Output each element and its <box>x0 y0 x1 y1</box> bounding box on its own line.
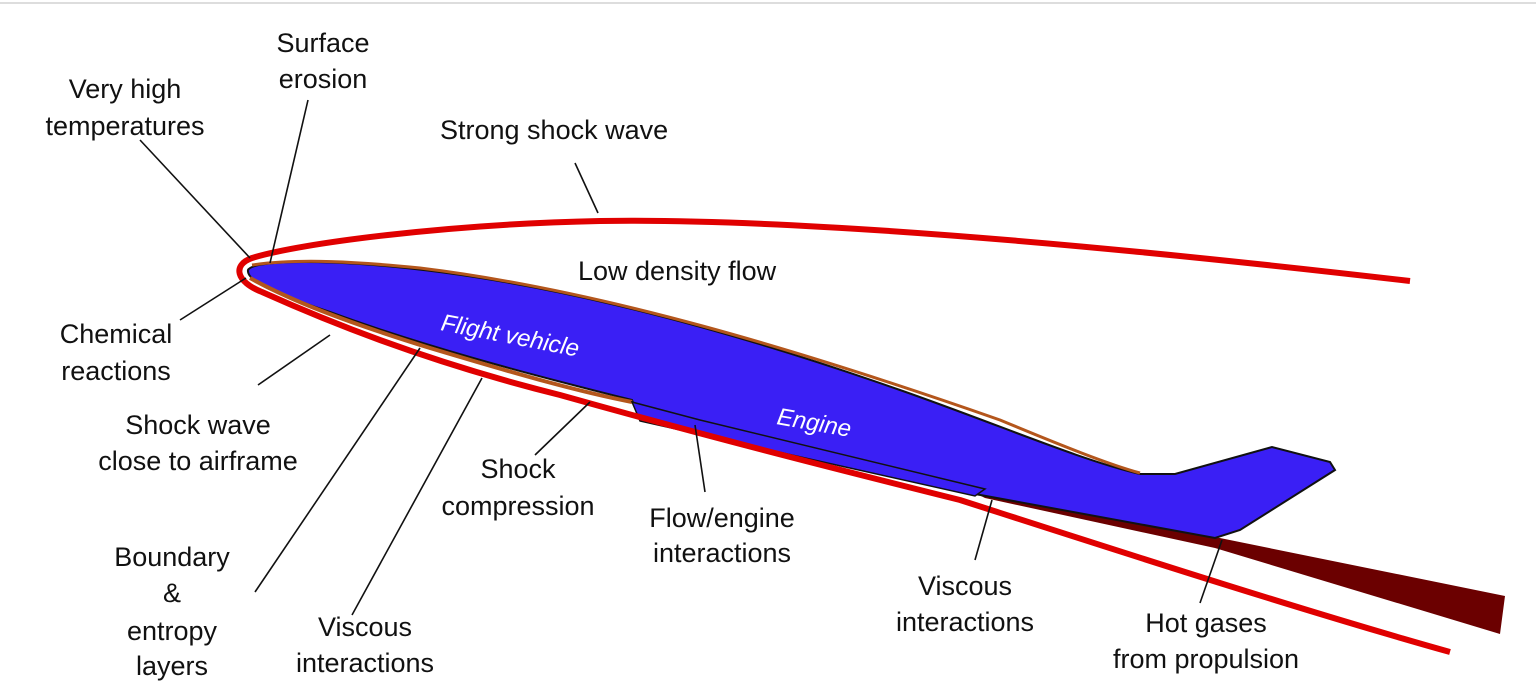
label-chemical-reactions-2: reactions <box>61 356 171 386</box>
label-viscous-right-1: Viscous <box>918 571 1012 601</box>
label-boundary-entropy-1: Boundary <box>114 542 230 572</box>
shock-wave <box>236 217 1451 655</box>
hot-gas-plume <box>975 493 1505 634</box>
leader-lines <box>139 99 1223 616</box>
label-surface-erosion-2: erosion <box>279 64 368 94</box>
label-surface-erosion-1: Surface <box>276 28 369 58</box>
label-shock-compression-2: compression <box>441 491 594 521</box>
label-hot-gases-1: Hot gases <box>1145 608 1267 638</box>
label-low-density-flow: Low density flow <box>578 256 777 286</box>
flight-vehicle-body <box>246 261 1337 540</box>
boundary-layer-top <box>251 259 1141 475</box>
label-shock-wave-close-2: close to airframe <box>98 446 298 476</box>
label-flow-engine-1: Flow/engine <box>649 503 795 533</box>
label-boundary-entropy-3: entropy <box>127 616 218 646</box>
label-viscous-left-2: interactions <box>296 648 434 678</box>
label-boundary-entropy-2: & <box>163 578 181 608</box>
boundary-layer-bottom <box>249 276 633 404</box>
label-boundary-entropy-4: layers <box>136 651 208 681</box>
label-very-high-temperatures-1: Very high <box>69 74 182 104</box>
label-strong-shock-wave: Strong shock wave <box>440 115 668 145</box>
label-flow-engine-2: interactions <box>653 538 791 568</box>
label-very-high-temperatures-2: temperatures <box>45 111 204 141</box>
label-chemical-reactions-1: Chemical <box>60 319 173 349</box>
label-hot-gases-2: from propulsion <box>1113 644 1299 674</box>
label-shock-wave-close-1: Shock wave <box>125 410 271 440</box>
label-shock-compression-1: Shock <box>480 454 556 484</box>
label-viscous-right-2: interactions <box>896 607 1034 637</box>
label-viscous-left-1: Viscous <box>318 612 412 642</box>
